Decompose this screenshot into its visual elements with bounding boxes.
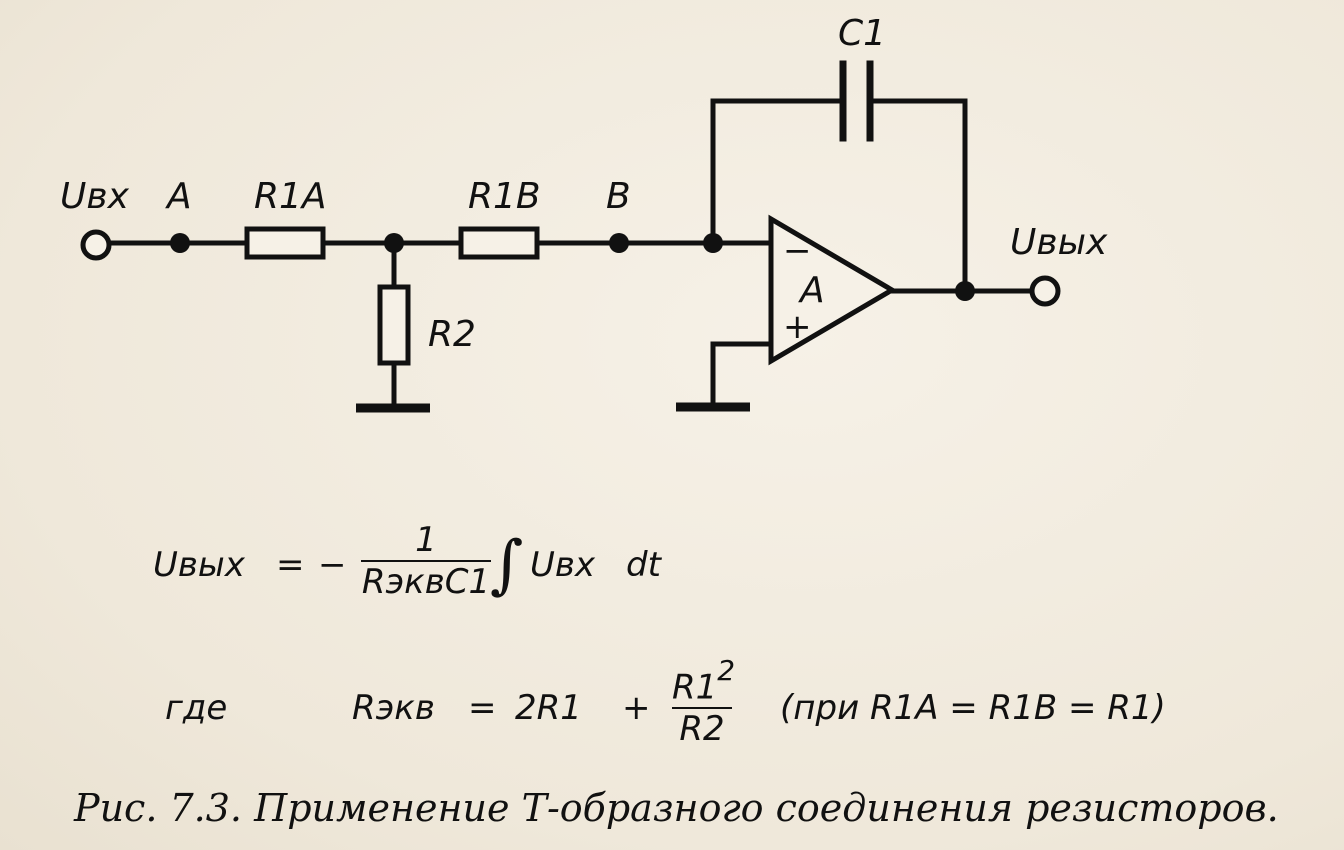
label-r1b: R1B: [468, 176, 541, 217]
formula2-condition: (при R1A = R1B = R1): [780, 688, 1166, 728]
formula1-fraction: 1 RэквC1: [361, 520, 491, 602]
label-plus-input: +: [783, 307, 812, 347]
terminal-input: [80, 229, 112, 261]
circuit-diagram: Uвх A R1A R1B B R2 C1 Uвых A − +: [60, 13, 1108, 413]
label-u-out: Uвых: [1010, 222, 1108, 263]
formula2-numerator-group: R12: [672, 654, 735, 708]
formula2-where: где: [165, 688, 228, 728]
formula1-integrand: Uвх: [530, 545, 596, 585]
formula1-fraction-bar: [361, 560, 491, 562]
junction-a: [170, 233, 190, 253]
label-u-in: Uвх: [60, 176, 130, 217]
formula2-denominator: R2: [679, 709, 725, 750]
label-c1: C1: [838, 13, 886, 54]
label-minus-input: −: [783, 231, 812, 271]
figure-caption: Рис. 7.3. Применение Т-образного соедине…: [74, 786, 1279, 830]
junction-inverting: [703, 233, 723, 253]
terminal-output: [1029, 275, 1061, 307]
formula1-denominator: RэквC1: [361, 562, 491, 602]
label-opamp: A: [798, 270, 825, 311]
junction-b: [609, 233, 629, 253]
junction-output: [955, 281, 975, 301]
resistor-r1b: [458, 226, 540, 260]
formula1-numerator: 1: [415, 520, 437, 560]
formula2-fraction: R12 R2: [672, 654, 735, 750]
formula1-lhs: Uвых: [153, 545, 245, 585]
formula1-dt: dt: [626, 545, 661, 585]
formula1-minus: −: [318, 545, 347, 585]
formula2-numerator: R1: [672, 667, 718, 708]
formula2-lhs: Rэкв: [352, 688, 435, 728]
resistor-r1a: [244, 226, 326, 260]
opamp-triangle: [768, 214, 897, 366]
formula2-plus: +: [622, 688, 651, 728]
formula2-exponent: 2: [717, 654, 736, 687]
label-r2: R2: [428, 314, 476, 355]
formula2-fraction-bar: [672, 707, 732, 710]
label-r1a: R1A: [254, 176, 327, 217]
formula2-term1: 2R1: [515, 688, 582, 728]
formula2-equals: =: [468, 688, 497, 728]
label-node-a: A: [165, 176, 192, 217]
label-node-b: B: [606, 176, 631, 217]
formula1-integral: ∫: [490, 528, 524, 602]
resistor-r2: [377, 284, 411, 366]
junction-t: [384, 233, 404, 253]
formula1-equals: =: [276, 545, 305, 585]
